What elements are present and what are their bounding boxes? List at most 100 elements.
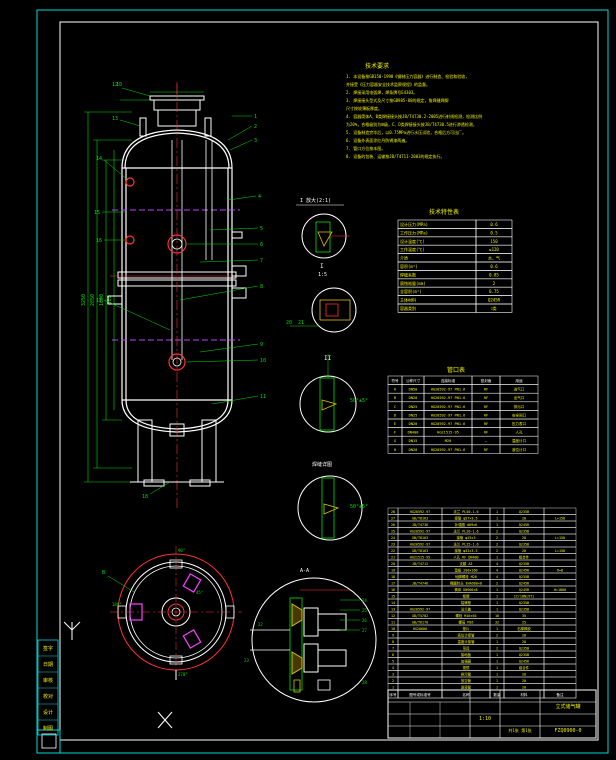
svg-text:11: 11 (260, 394, 266, 400)
nozzle-header: 用途 (515, 378, 523, 383)
bom-value: 1 (496, 679, 498, 683)
bom-value: 视镜 (463, 665, 470, 670)
nozzle-value: HG20592-97 PN1.6 (431, 396, 466, 400)
bom-value: 20 (522, 673, 526, 677)
bom-header: 名称 (462, 692, 470, 697)
svg-text:50°±5°: 50°±5° (350, 398, 368, 404)
svg-text:24: 24 (362, 598, 367, 603)
bom-cell (543, 605, 577, 613)
bom-value: Q235B (519, 510, 529, 514)
svg-text:20: 20 (286, 320, 292, 326)
svg-text:25: 25 (362, 608, 367, 613)
bom-value: 1 (496, 601, 498, 605)
bom-value: JB/T4746 (412, 582, 428, 586)
strip-label: 设计 (43, 709, 53, 716)
spec-value: 150 (490, 239, 498, 244)
bom-value: HG20592-97 (410, 608, 430, 612)
bom-value: 人孔 RF DN400 (453, 555, 478, 560)
svg-text:5: 5 (260, 226, 263, 232)
bom-value: GB/T8163 (412, 549, 428, 553)
bom-value: 20 (522, 517, 526, 521)
bom-value: 支腿 A3 (460, 561, 473, 566)
bom-value: 石棉橡胶 (517, 626, 531, 631)
bom-header: 数量 (493, 692, 501, 697)
bom-value: 1 (496, 673, 498, 677)
nozzle-header: 公称尺寸 (406, 378, 421, 383)
spec-label: 工作压力(MPa) (400, 229, 428, 235)
angle-mark: 45° (196, 590, 203, 595)
svg-text:21: 21 (298, 320, 304, 326)
spec-label: 主体材料 (400, 297, 416, 303)
spec-value: 0.85 (489, 272, 499, 277)
bom-value: 20 (522, 640, 526, 644)
nozzle-value: 温度计口 (512, 438, 527, 443)
bom-value: 组合件 (519, 555, 530, 560)
bom-cell (543, 598, 577, 606)
bom-cell (543, 579, 577, 587)
inner-pipe (171, 140, 213, 360)
bom-value: 1 (496, 595, 498, 599)
nozzle-value: HG20592-97 PN1.6 (431, 405, 466, 409)
left-dimensions (84, 111, 150, 483)
bom-value: 1 (496, 666, 498, 670)
nozzle-value: RF (484, 405, 488, 409)
bom-value: HG20592-97 (410, 510, 430, 514)
bom-value: 5 (392, 660, 394, 664)
support-legs (130, 419, 224, 487)
bom-value: 4 (392, 666, 394, 670)
sheet-frame (36, 9, 609, 754)
bom-value: 法兰 PL25-1.6 (453, 542, 478, 547)
bom-cell (543, 624, 577, 632)
nozzle-value: 压力表口 (512, 421, 527, 426)
svg-text:27: 27 (362, 628, 367, 633)
bom-value: 组合件 (519, 665, 530, 670)
strip-label: 校对 (43, 693, 53, 700)
bom-value: 12 (391, 614, 395, 618)
spec-value: 水、气 (488, 255, 500, 261)
svg-text:22: 22 (258, 622, 263, 627)
detail-mark: I (320, 263, 324, 270)
bom-value: δ=8 (557, 569, 563, 573)
bom-value: 8 (392, 640, 394, 644)
plan-view: B 45° 90° 180° 270° (102, 546, 242, 680)
strip-label: 制图 (43, 725, 53, 732)
bom-value: 13 (391, 608, 395, 612)
svg-text:2: 2 (254, 124, 257, 130)
detail-scale: 1:5 (318, 272, 327, 278)
nozzle-value: — (485, 439, 488, 443)
bom-value: 2 (496, 536, 498, 540)
svg-text:17: 17 (96, 298, 102, 304)
detail-views: I 放大(2:1) I 1:5 20 21 50°±5° II 焊缝详图 50°… (286, 197, 368, 541)
nozzle-value: 进气口 (514, 387, 525, 392)
bom-value: GB/T8163 (412, 517, 428, 521)
bom-value: 35 (522, 614, 526, 618)
bom-value: 4 (496, 569, 498, 573)
bom-value: HG20606 (413, 627, 427, 631)
spec-value: 2 (493, 281, 496, 286)
svg-text:26: 26 (362, 618, 367, 623)
bom-value: 进液管 (461, 685, 472, 690)
svg-text:8: 8 (260, 284, 263, 290)
svg-text:1. 本设备按GB150-1998《钢制压力容器》进行制造、: 1. 本设备按GB150-1998《钢制压力容器》进行制造、检验和验收， (346, 73, 469, 79)
svg-text:1: 1 (254, 114, 257, 120)
bom-cell (543, 637, 577, 645)
bom-cell (543, 559, 577, 567)
nozzle-value: DN15 (409, 439, 418, 443)
spec-table-title: 技术特性表 (429, 208, 459, 216)
svg-text:13: 13 (112, 116, 118, 122)
svg-text:5. 设备制造完毕后，以0.75MPa进行水压试验，合格后方: 5. 设备制造完毕后，以0.75MPa进行水压试验，合格后方可出厂。 (346, 129, 466, 135)
bom-value: HG20592-97 (410, 543, 430, 547)
nozzle-value: RF (484, 388, 488, 392)
nozzle-value: M20 (445, 439, 452, 443)
svg-text:28: 28 (362, 680, 367, 685)
svg-text:3: 3 (254, 138, 257, 144)
nozzle-value: B (394, 396, 396, 400)
bom-header: 备注 (556, 692, 564, 697)
svg-text:尺寸按较薄板厚度。: 尺寸按较薄板厚度。 (346, 105, 382, 111)
bom-value: Q245R (519, 523, 530, 527)
bom-value: GB/T6170 (412, 621, 428, 625)
nozzle-value: HG21515-95 (437, 431, 459, 435)
bom-cell (397, 637, 443, 645)
bom-value: Q245R (519, 569, 530, 573)
nozzle-header: 密封面 (481, 378, 492, 383)
